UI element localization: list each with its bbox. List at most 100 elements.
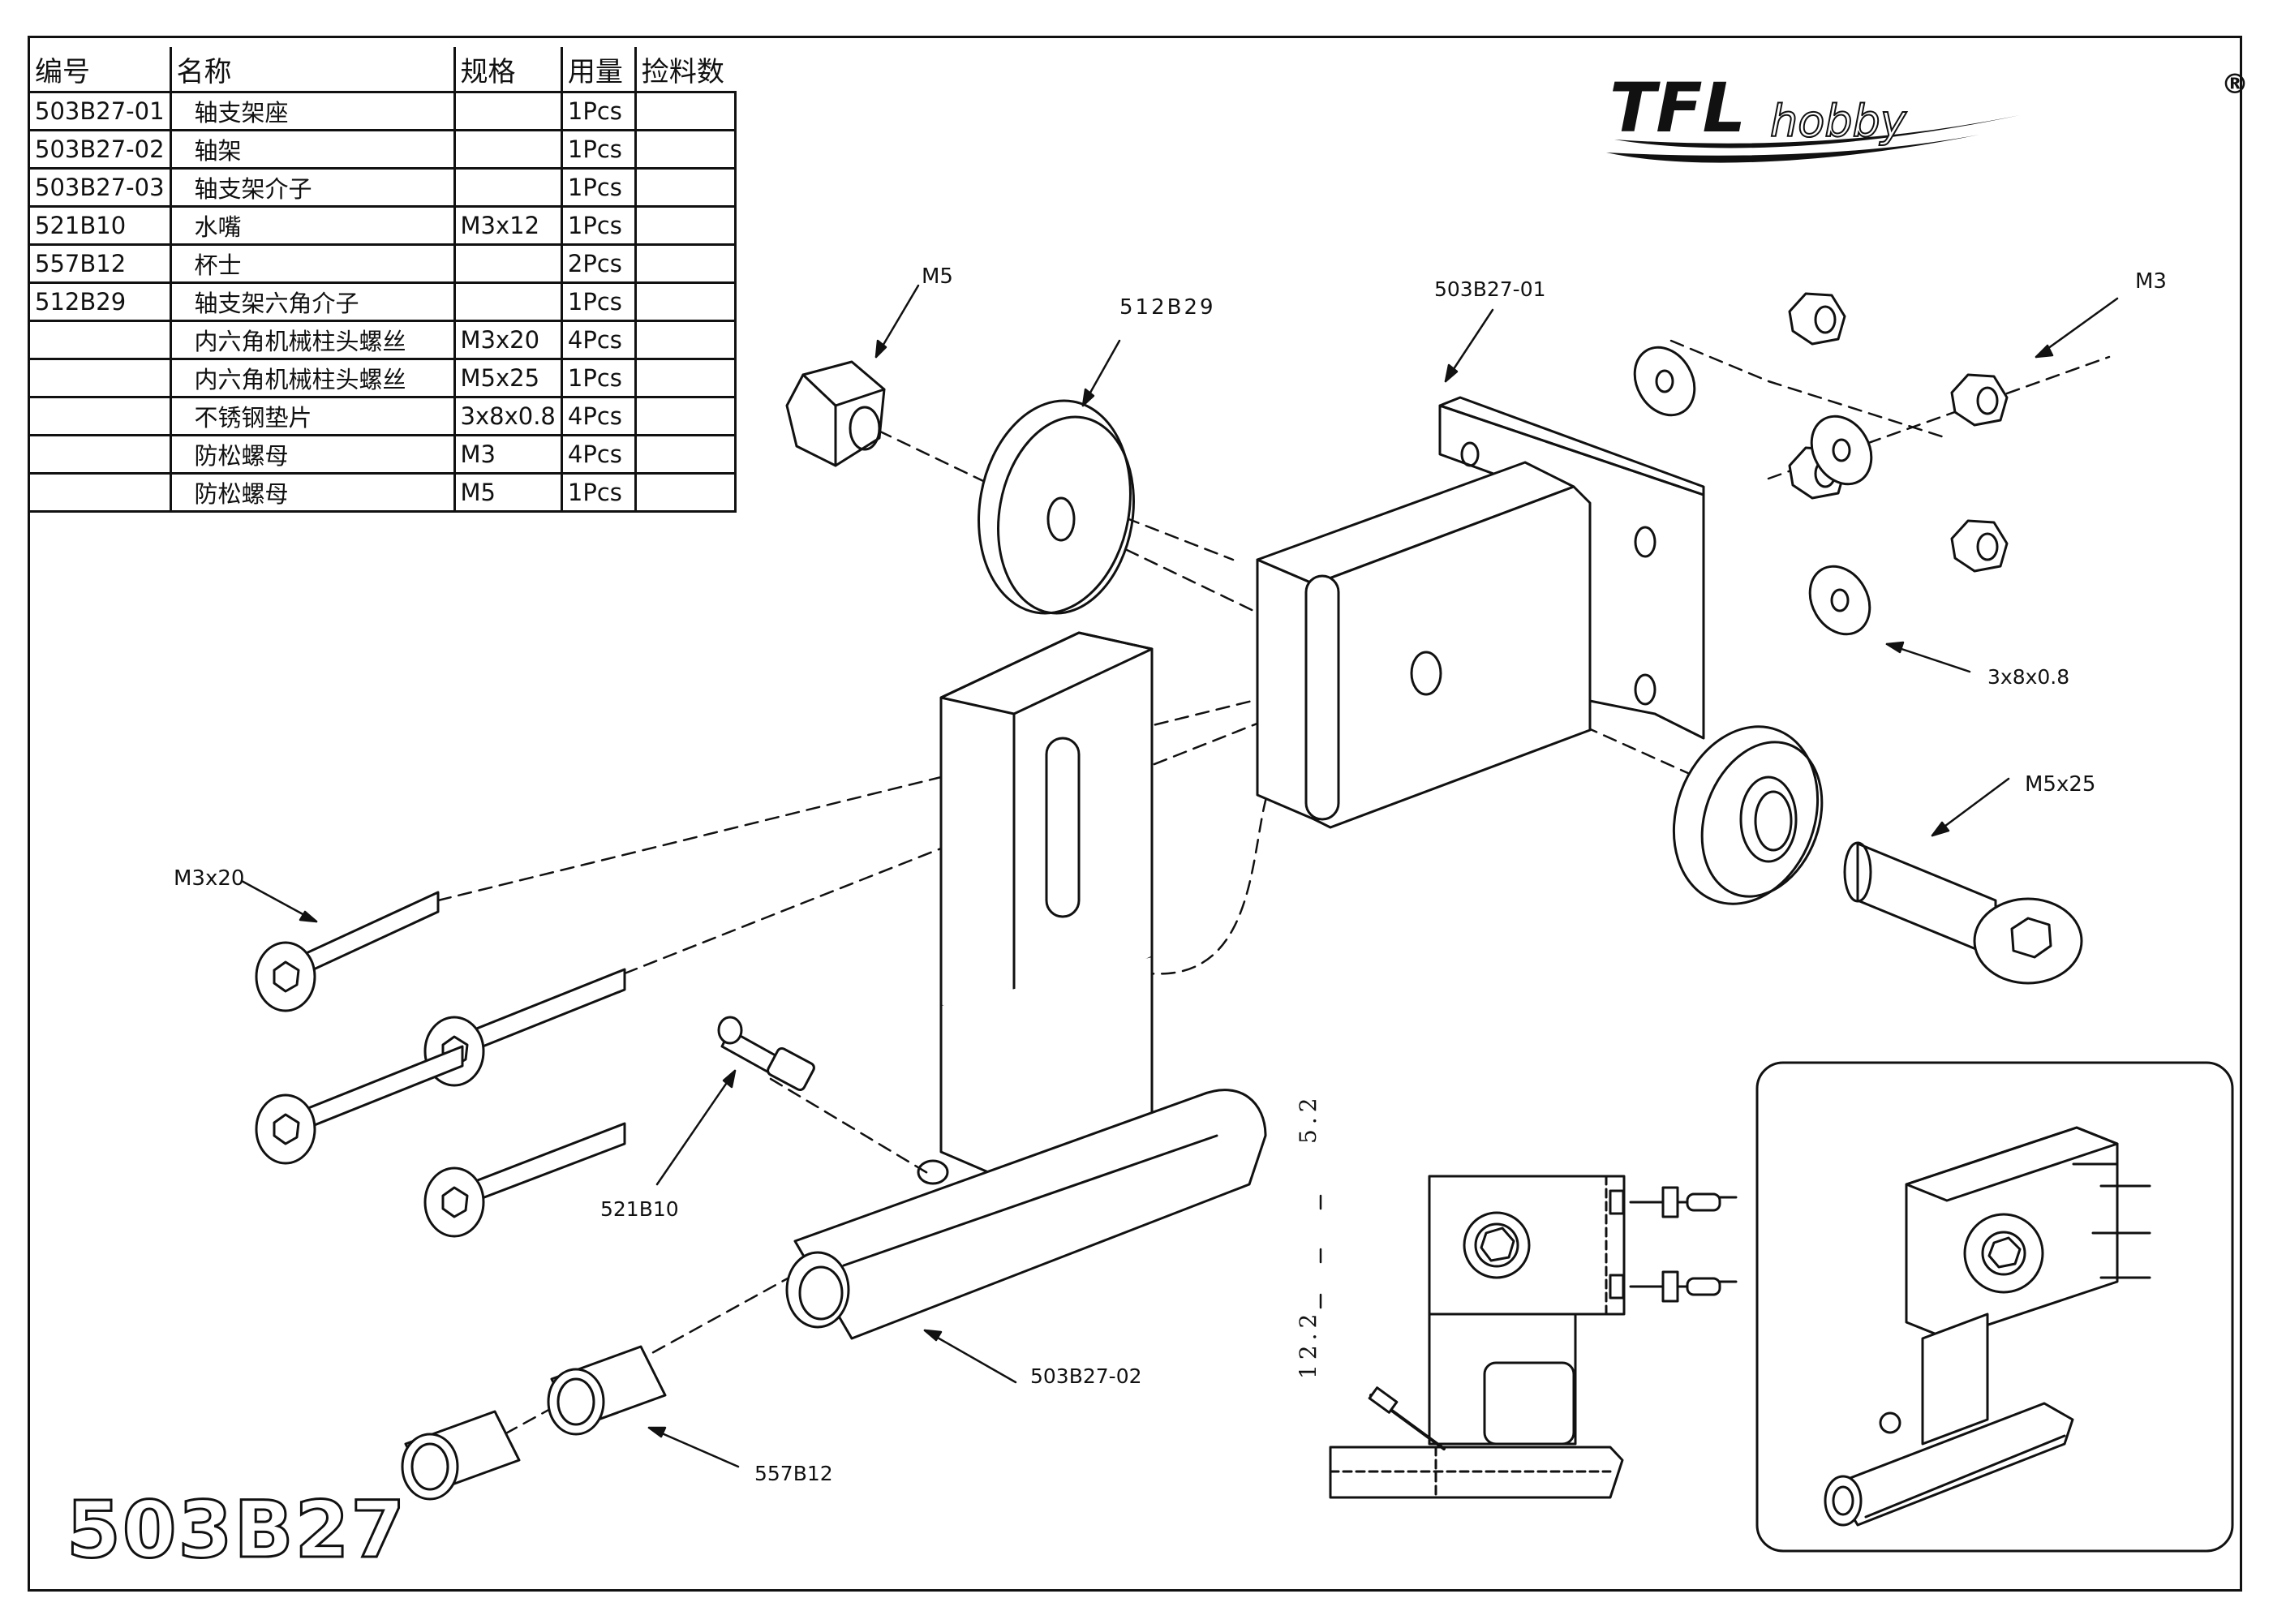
logo-wordmark-hobby: hobby [1770,96,1907,147]
callout-label-m3: M3 [2135,269,2167,294]
callout-label-m3x20: M3x20 [174,866,245,891]
cell-name: 轴架 [169,129,456,170]
callout-label-m5x25: M5x25 [2025,772,2096,797]
callout-label-503b27-01: 503B27-01 [1434,277,1546,301]
cell-qty: 1Pcs [560,472,637,513]
tflhobby-logo: TFL hobby [1606,68,2020,163]
cell-name: 防松螺母 [169,434,456,475]
cell-code: 503B27-02 [30,129,172,170]
strut-503b27-02-part [785,631,1267,1340]
cell-qty: 1Pcs [560,91,637,131]
header-qty: 用量 [560,47,636,92]
cell-spec: 3x8x0.8 [453,396,563,436]
cell-code: 503B27-01 [30,91,172,131]
cell-qty: 4Pcs [560,434,637,475]
cell-code [30,472,172,513]
cell-code: 503B27-03 [30,167,172,208]
cell-name: 防松螺母 [169,472,456,513]
cell-name: 内六角机械柱头螺丝 [169,358,456,398]
cell-code [30,320,172,360]
cell-picked [634,396,737,436]
model-number: 503B27 [65,1484,407,1577]
spacer-disc-503b27-03-part [1672,725,1824,905]
cell-name: 杯士 [169,243,456,284]
cell-picked [634,91,737,131]
cell-code: 521B10 [30,205,172,246]
parts-table-header: 编号 名称 规格 用量 捡料数 [30,47,736,92]
cell-name: 轴支架座 [169,91,456,131]
callout-label-3x8x0-8: 3x8x0.8 [1987,665,2070,689]
isometric-inset-drawing [1824,1126,2151,1527]
cell-spec [453,243,563,284]
cell-spec [453,167,563,208]
m5-lock-nut-part [785,360,886,467]
cell-code [30,358,172,398]
cell-picked [634,320,737,360]
callout-label-521b10: 521B10 [600,1197,679,1221]
cell-name: 不锈钢垫片 [169,396,456,436]
header-name: 名称 [169,47,455,92]
cell-qty: 1Pcs [560,281,637,322]
cell-qty: 2Pcs [560,243,637,284]
bushings-557b12-part [401,1345,667,1501]
cell-spec: M3x20 [453,320,563,360]
cell-picked [634,472,737,513]
cell-code: 512B29 [30,281,172,322]
cell-picked [634,243,737,284]
logo-wordmark: TFL [1609,68,1746,148]
side-view-drawing [1329,1175,1738,1499]
cell-picked [634,434,737,475]
grease-nipple-521b10-part [717,1016,815,1092]
cell-name: 轴支架六角介子 [169,281,456,322]
dimension-label-bottom: 12.2 [1295,1308,1321,1379]
cell-picked [634,281,737,322]
cell-name: 轴支架介子 [169,167,456,208]
cell-name: 水嘴 [169,205,456,246]
cell-spec: M5 [453,472,563,513]
bracket-base-503b27-01-part [1256,396,1705,829]
cell-qty: 1Pcs [560,167,637,208]
small-washers-part [1633,346,1873,636]
m3x20-screws-part [255,891,626,1238]
cell-qty: 1Pcs [560,205,637,246]
cell-spec: M5x25 [453,358,563,398]
cell-code: 557B12 [30,243,172,284]
cell-picked [634,167,737,208]
m3-lock-nuts-part [1788,292,2009,573]
dimension-label-top: 5.2 [1295,1093,1321,1144]
header-picked: 捡料数 [634,47,736,92]
washer-512b29-part [978,399,1135,615]
cell-code [30,434,172,475]
callout-arrows [240,284,2119,1468]
cell-name: 内六角机械柱头螺丝 [169,320,456,360]
registered-trademark-icon: ® [2221,68,2249,101]
cell-spec [453,129,563,170]
cell-spec: M3 [453,434,563,475]
cell-qty: 4Pcs [560,396,637,436]
cell-picked [634,205,737,246]
callout-label-m5: M5 [922,264,953,289]
cell-picked [634,358,737,398]
drawing-frame [28,36,2242,1592]
cell-code [30,396,172,436]
callout-label-503b27-02: 503B27-02 [1030,1364,1142,1388]
cell-qty: 1Pcs [560,358,637,398]
callout-label-557b12: 557B12 [754,1462,833,1485]
cell-spec [453,91,563,131]
cell-picked [634,129,737,170]
header-code: 编号 [35,55,90,88]
cell-spec [453,281,563,322]
